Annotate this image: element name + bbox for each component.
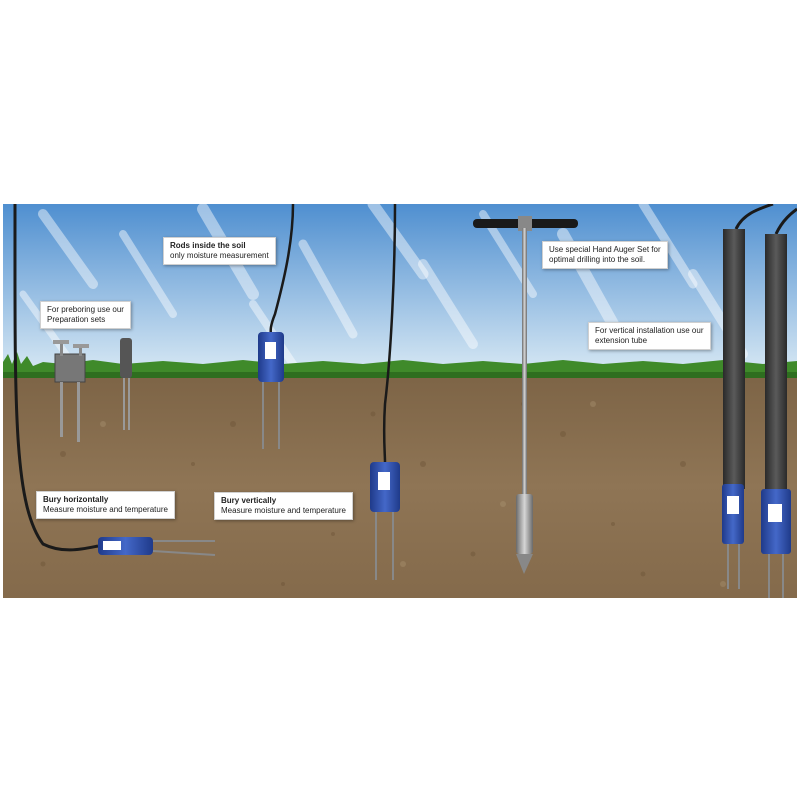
grass-edge xyxy=(3,372,797,378)
callout-text: Measure moisture and temperature xyxy=(221,506,346,515)
callout-preboring: For preboring use our Preparation sets xyxy=(40,301,131,329)
hand-auger xyxy=(473,216,578,574)
callout-rods-inside-soil: Rods inside the soil only moisture measu… xyxy=(163,237,276,265)
extension-tubes xyxy=(722,204,797,598)
callout-text: only moisture measurement xyxy=(170,251,269,260)
callout-vertical-installation: For vertical installation use our extens… xyxy=(588,322,711,350)
callout-line2: extension tube xyxy=(595,336,648,345)
callout-line1: Use special Hand Auger Set for xyxy=(549,245,661,254)
callout-line2: Preparation sets xyxy=(47,315,106,324)
callout-hand-auger: Use special Hand Auger Set for optimal d… xyxy=(542,241,668,269)
callout-line1: For vertical installation use our xyxy=(595,326,704,335)
grass xyxy=(3,352,797,378)
callout-text: Measure moisture and temperature xyxy=(43,505,168,514)
callout-line2: optimal drilling into the soil. xyxy=(549,255,646,264)
callout-title: Bury vertically xyxy=(221,496,277,505)
callout-bury-vertically: Bury vertically Measure moisture and tem… xyxy=(214,492,353,520)
vertical-sensor xyxy=(370,204,400,580)
rods-sensor xyxy=(258,204,295,449)
callout-title: Rods inside the soil xyxy=(170,241,246,250)
horizontal-sensor xyxy=(13,204,216,556)
callout-line1: For preboring use our xyxy=(47,305,124,314)
callout-bury-horizontally: Bury horizontally Measure moisture and t… xyxy=(36,491,175,519)
preparation-set xyxy=(53,338,132,442)
callout-title: Bury horizontally xyxy=(43,495,109,504)
installation-diagram xyxy=(3,204,797,598)
